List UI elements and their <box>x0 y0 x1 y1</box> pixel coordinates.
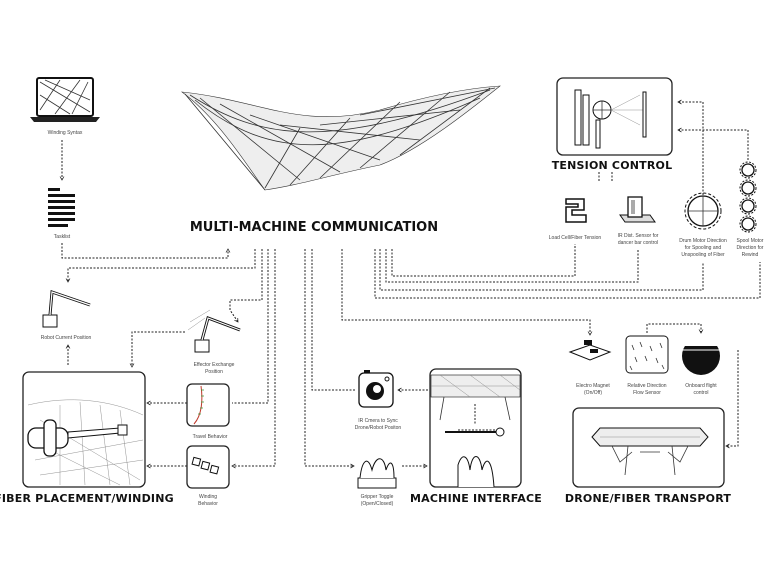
machine-interface-heading: MACHINE INTERFACE <box>410 492 542 505</box>
electro-magnet-label-2: (On/Off) <box>584 390 602 396</box>
drum-motor-label-1: Drum Motor Direction <box>679 238 727 244</box>
end-effector-illustration <box>27 399 144 486</box>
winding-tiles-icon <box>191 456 220 475</box>
effector-exchange-label-2: Position <box>205 369 223 375</box>
winding-behavior-label-2: Behavior <box>198 501 218 507</box>
ir-camera-icon <box>358 370 394 408</box>
travel-path-curve <box>193 385 203 425</box>
flow-sensor-icon <box>625 335 669 374</box>
winding-behavior-label-1: Winding <box>199 494 217 500</box>
drone-illustration <box>591 427 709 476</box>
spool-motor-label-3: Rewind <box>742 252 759 258</box>
tension-control-panel <box>556 77 673 156</box>
load-cell-icon <box>565 198 587 223</box>
gripper-toggle-label-1: Gripper Toggle <box>361 494 394 500</box>
flow-sensor-label-2: Flow Sensor <box>633 390 661 396</box>
fiber-placement-heading: FIBER PLACEMENT/WINDING <box>0 492 174 505</box>
flight-control-label-1: Onboard flight <box>685 383 717 389</box>
spool-motor-label-1: Spool Motor <box>737 238 764 244</box>
ir-sensor-label-2: dancer bar control <box>618 240 658 246</box>
effector-robot-icon <box>187 309 241 353</box>
flight-control-icon <box>682 335 720 375</box>
effector-exchange-label-1: Effector Exchange <box>194 362 235 368</box>
travel-behavior-panel <box>186 383 230 427</box>
ir-sensor-icon <box>619 196 656 223</box>
drone-transport-heading: DRONE/FIBER TRANSPORT <box>565 492 731 505</box>
winding-syntax-label: Winding Syntax <box>48 130 83 136</box>
laptop-icon <box>30 77 100 122</box>
communication-connectors <box>59 99 761 469</box>
drum-motor-label-2: for Spooling and <box>685 245 722 251</box>
ir-sensor-label-1: IR Dist. Sensor for <box>618 233 659 239</box>
travel-behavior-label: Travel Behavior <box>193 434 228 440</box>
drum-motor-icon <box>684 192 722 230</box>
flow-sensor-label-1: Relative Direction <box>627 383 666 389</box>
tension-rig-illustration <box>574 89 647 149</box>
spool-motor-label-2: Direction for <box>737 245 764 251</box>
flight-control-label-2: control <box>693 390 708 396</box>
electro-magnet-label-1: Electro Magnet <box>576 383 610 389</box>
docking-illustration <box>430 374 521 488</box>
electro-magnet-icon <box>568 340 612 361</box>
gripper-icon <box>357 458 397 489</box>
page-title: MULTI-MACHINE COMMUNICATION <box>190 220 438 235</box>
fiber-surface-illustration <box>180 85 501 191</box>
robot-arm-icon <box>42 289 91 328</box>
ir-camera-label-1: IR Cmera to Sync <box>358 418 398 424</box>
tasklist-icon <box>48 188 75 227</box>
travel-ticks <box>198 389 204 415</box>
drone-transport-panel <box>572 407 725 488</box>
robot-current-label: Robot Current Position <box>41 335 92 341</box>
load-cell-label: Load Cell/Fiber Tension <box>549 235 602 241</box>
spool-motor-icon <box>739 161 757 233</box>
drum-motor-label-3: Unspooling of Fiber <box>681 252 725 258</box>
ir-camera-label-2: Drone/Robot Positon <box>355 425 402 431</box>
tension-control-heading: TENSION CONTROL <box>552 159 673 172</box>
tasklist-label: Tasklist <box>54 234 71 240</box>
gripper-toggle-label-2: (Open/Closed) <box>361 501 394 507</box>
